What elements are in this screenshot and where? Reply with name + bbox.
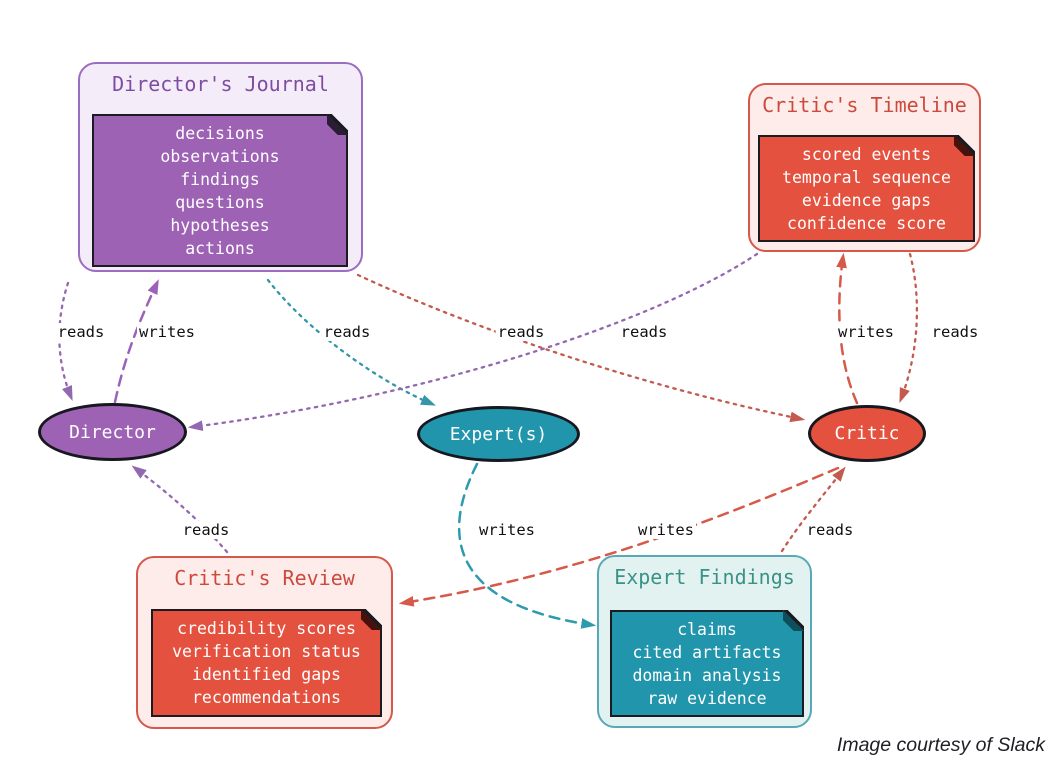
note-fold-icon	[954, 135, 975, 156]
note-paper: scored events temporal sequence evidence g…	[758, 135, 975, 242]
note-line: domain analysis	[632, 665, 782, 685]
agent-label: Director	[69, 421, 156, 443]
note-fold-icon	[783, 610, 804, 631]
edge-critic-to-timeline	[836, 252, 859, 405]
edge-director-to-journal	[113, 279, 159, 404]
edge-timeline-to-director	[187, 252, 759, 431]
note-line: findings	[180, 169, 260, 189]
artifact-card-directors-journal: Director's Journal decisions observations…	[78, 62, 363, 272]
note-line: decisions	[175, 123, 265, 143]
artifact-items: claims cited artifacts domain analysis raw …	[612, 618, 802, 710]
artifact-card-expert-findings: Expert Findings claims cited artifacts dom…	[597, 555, 812, 728]
artifact-card-critics-review: Critic's Review credibility scores verifi…	[136, 556, 393, 729]
note-line: recommendations	[191, 688, 341, 707]
agent-label: Critic	[834, 423, 900, 444]
note-line: identified gaps	[191, 665, 341, 684]
note-line: claims	[677, 619, 737, 639]
note-line: evidence gaps	[801, 190, 932, 210]
artifact-title: Expert Findings	[614, 565, 795, 589]
artifact-title: Critic's Review	[174, 566, 355, 590]
edge-findings-to-critic	[780, 466, 846, 553]
note-paper: decisions observations findings questions hy…	[92, 114, 348, 267]
edge-journal-to-director	[58, 281, 73, 401]
edge-expert-to-findings	[457, 462, 597, 629]
note-line: credibility scores	[177, 619, 356, 638]
note-fold-icon	[327, 114, 348, 135]
edge-journal-to-critic	[356, 273, 806, 423]
note-paper: claims cited artifacts domain analysis raw …	[610, 610, 804, 717]
artifact-items: decisions observations findings questions hy…	[94, 122, 346, 260]
artifact-items: scored events temporal sequence evidence g…	[760, 143, 973, 235]
edge-critic-to-review	[398, 466, 840, 607]
note-line: confidence score	[787, 213, 946, 233]
note-line: scored events	[801, 144, 932, 164]
artifact-card-critics-timeline: Critic's Timeline scored events temporal …	[748, 83, 981, 252]
note-line: raw evidence	[647, 688, 767, 708]
note-fold-icon	[361, 609, 382, 630]
note-line: verification status	[172, 642, 361, 661]
note-line: actions	[185, 238, 255, 258]
agent-node-critic: Critic	[808, 405, 926, 462]
note-line: questions	[175, 192, 265, 212]
note-line: hypotheses	[170, 215, 270, 235]
edge-journal-to-expert	[266, 278, 436, 406]
agent-node-expert: Expert(s)	[417, 406, 580, 462]
agent-node-director: Director	[38, 403, 187, 461]
artifact-title: Critic's Timeline	[762, 93, 967, 117]
note-line: observations	[160, 146, 280, 166]
note-paper: credibility scores verification status ide…	[151, 609, 382, 717]
edge-timeline-to-critic	[899, 252, 919, 403]
artifact-items: credibility scores verification status ide…	[153, 617, 380, 709]
agent-label: Expert(s)	[449, 423, 548, 445]
note-line: cited artifacts	[632, 642, 782, 662]
note-line: temporal sequence	[782, 167, 951, 187]
artifact-title: Director's Journal	[112, 72, 329, 96]
image-credit: Image courtesy of Slack	[836, 734, 1045, 756]
edge-review-to-director	[131, 465, 229, 554]
